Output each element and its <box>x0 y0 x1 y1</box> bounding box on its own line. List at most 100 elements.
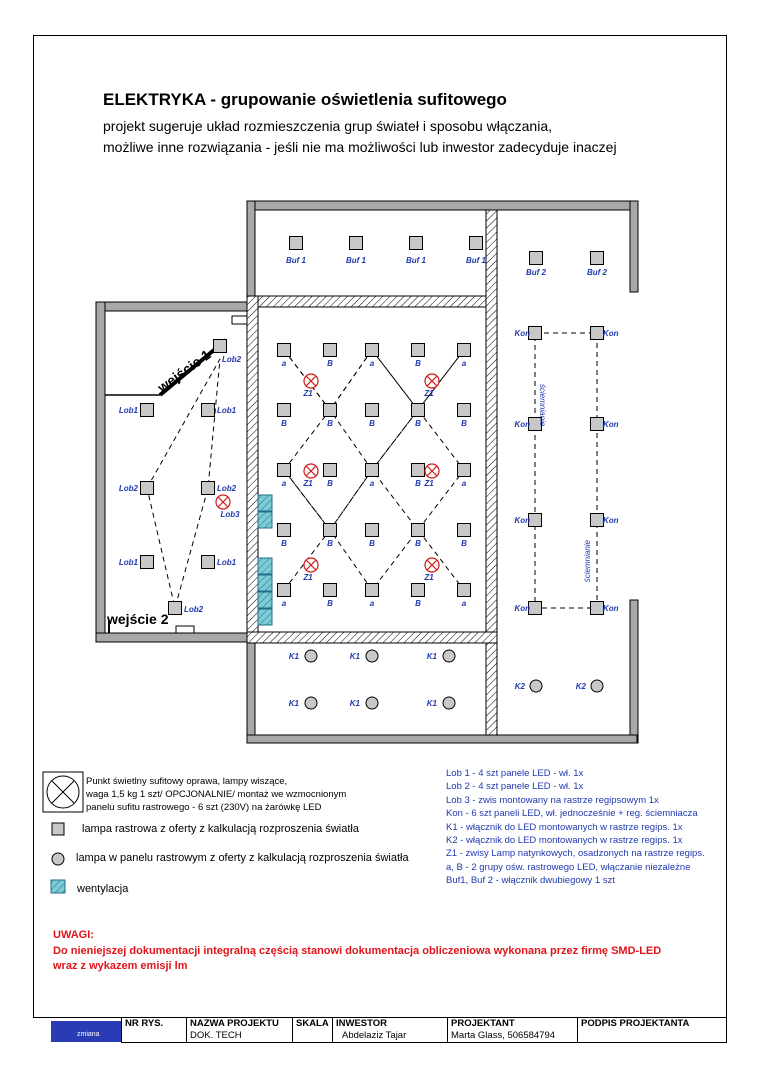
subtitle-line-1: projekt sugeruje układ rozmieszczenia gr… <box>103 118 553 134</box>
square-lamp <box>457 463 471 477</box>
square-lamp-legend-icon <box>51 822 65 836</box>
dimmer-label-1: ściemnianie <box>538 384 547 427</box>
square-lamp <box>277 523 291 537</box>
round-lamp <box>304 696 318 710</box>
lamp-label: Lob1 <box>119 406 139 415</box>
vent-legend-icon <box>50 879 66 894</box>
round-lamp-legend-icon <box>51 852 65 866</box>
square-lamp <box>409 236 423 250</box>
lamp-label: Buf 1 <box>406 256 427 265</box>
lamp-label: B <box>327 479 333 488</box>
square-lamp <box>140 555 154 569</box>
square-lamp <box>323 583 337 597</box>
lamp-label: Lob3 <box>220 510 240 519</box>
lamp-label: Kon <box>603 604 619 613</box>
lamp-label: B <box>327 599 333 608</box>
square-lamp <box>365 343 379 357</box>
square-lamp <box>411 523 425 537</box>
entrance-1-label: wejście 1 <box>154 346 214 396</box>
square-lamp <box>168 601 182 615</box>
warning-title: UWAGI: <box>53 929 94 941</box>
group-legend-item: a, B - 2 grupy ośw. rastrowego LED, włąc… <box>446 861 691 873</box>
lamp-label: Lob1 <box>217 558 237 567</box>
lamp-label: K1 <box>289 699 300 708</box>
lamp-label: Lob2 <box>119 484 139 493</box>
square-lamp <box>277 403 291 417</box>
signature-cell: PODPIS PROJEKTANTA <box>577 1018 727 1043</box>
lamp-label: a <box>282 599 287 608</box>
lamp-label: K1 <box>350 699 361 708</box>
square-lamp <box>590 251 604 265</box>
lamp-label: Lob1 <box>217 406 237 415</box>
square-lamp <box>365 463 379 477</box>
lamp-label: Kon <box>603 516 619 525</box>
lamp-label: a <box>370 359 375 368</box>
lamp-label: Z1 <box>423 479 434 488</box>
lamp-label: B <box>415 479 421 488</box>
square-lamp <box>411 583 425 597</box>
lamp-label: B <box>327 359 333 368</box>
subtitle-line-2: możliwe inne rozwiązania - jeśli nie ma … <box>103 139 617 155</box>
lamp-label: B <box>461 419 467 428</box>
round-lamp <box>304 649 318 663</box>
lamp-label: K1 <box>427 699 438 708</box>
lamp-label: Lob2 <box>184 605 204 614</box>
lamp-label: Z1 <box>423 389 434 398</box>
legend-pendant-text-3: panelu sufitu rastrowego - 6 szt (230V) … <box>86 802 322 813</box>
square-lamp <box>411 403 425 417</box>
lamp-label: K2 <box>576 682 587 691</box>
square-lamp <box>411 463 425 477</box>
square-lamp <box>201 555 215 569</box>
lamp-label: B <box>415 419 421 428</box>
square-lamp <box>457 343 471 357</box>
lamp-label: B <box>461 539 467 548</box>
square-lamp <box>323 523 337 537</box>
scale-cell: SKALA <box>292 1018 332 1043</box>
group-legend-item: Kon - 6 szt paneli LED, wł. jednocześnie… <box>446 808 698 820</box>
square-lamp <box>323 463 337 477</box>
legend-symbols <box>42 771 84 894</box>
lamp-label: B <box>369 419 375 428</box>
legend-square-text: lampa rastrowa z oferty z kalkulacją roz… <box>82 823 359 835</box>
lamp-label: Lob2 <box>217 484 237 493</box>
lamp-label: Z1 <box>423 573 434 582</box>
walls <box>95 200 639 744</box>
page-title: ELEKTRYKA - grupowanie oświetlenia sufit… <box>103 90 507 109</box>
square-lamp <box>590 601 604 615</box>
group-legend-item: Lob 2 - 4 szt panele LED - wł. 1x <box>446 781 584 793</box>
lamp-label: K1 <box>427 652 438 661</box>
warning-line-1: Do nieniejszej dokumentacji integralną c… <box>53 944 662 957</box>
square-lamp <box>590 513 604 527</box>
lamp-label: a <box>282 479 287 488</box>
legend-pendant-text-2: waga 1,5 kg 1 szt/ OPCJONALNIE/ montaż w… <box>86 789 347 800</box>
lamp-label: K1 <box>350 652 361 661</box>
round-lamp <box>590 679 604 693</box>
lamp-label: B <box>415 599 421 608</box>
square-lamp <box>457 583 471 597</box>
warning-line-2: wraz z wykazem emisji lm <box>53 960 188 972</box>
lamp-label: Z1 <box>302 573 313 582</box>
round-lamp <box>529 679 543 693</box>
square-lamp <box>365 523 379 537</box>
lamp-label: B <box>327 419 333 428</box>
warning-note: UWAGI: Do nieniejszej dokumentacji integ… <box>53 928 661 975</box>
door-threshold <box>175 625 195 634</box>
square-lamp <box>365 403 379 417</box>
lamp-label: Lob2 <box>222 355 242 364</box>
round-lamp <box>442 696 456 710</box>
lamp-label: K2 <box>515 682 526 691</box>
lamp-label: B <box>415 539 421 548</box>
lamp-label: a <box>462 479 467 488</box>
lamp-label: K1 <box>289 652 300 661</box>
lamp-label: Kon <box>514 420 530 429</box>
square-lamp <box>277 343 291 357</box>
square-lamp <box>289 236 303 250</box>
square-lamp <box>469 236 483 250</box>
square-lamp <box>323 343 337 357</box>
nr-rys-cell: NR RYS. <box>121 1018 186 1043</box>
